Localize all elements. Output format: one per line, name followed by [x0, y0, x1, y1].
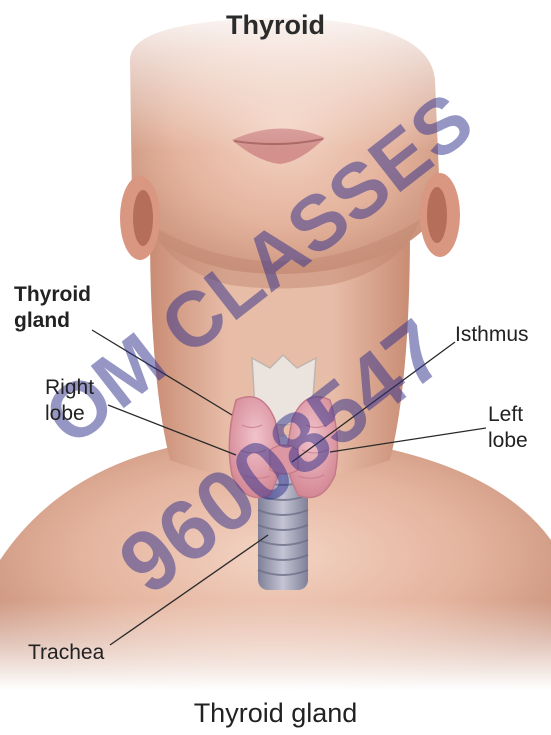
label-trachea: Trachea	[28, 640, 104, 666]
left-ear-inner	[427, 187, 447, 243]
right-ear-inner	[133, 190, 153, 246]
label-thyroid-gland-line-1: Thyroid	[14, 282, 91, 308]
label-right-lobe: Right lobe	[45, 375, 94, 427]
label-left-lobe-line-1: Left	[488, 402, 528, 428]
figure-caption: Thyroid gland	[0, 698, 551, 729]
label-isthmus: Isthmus	[455, 322, 529, 348]
label-left-lobe-line-2: lobe	[488, 428, 528, 454]
label-right-lobe-line-2: lobe	[45, 401, 94, 427]
label-right-lobe-line-1: Right	[45, 375, 94, 401]
label-thyroid-gland: Thyroid gland	[14, 282, 91, 334]
label-thyroid-gland-line-2: gland	[14, 308, 91, 334]
page-title: Thyroid	[0, 10, 551, 41]
label-left-lobe: Left lobe	[488, 402, 528, 454]
